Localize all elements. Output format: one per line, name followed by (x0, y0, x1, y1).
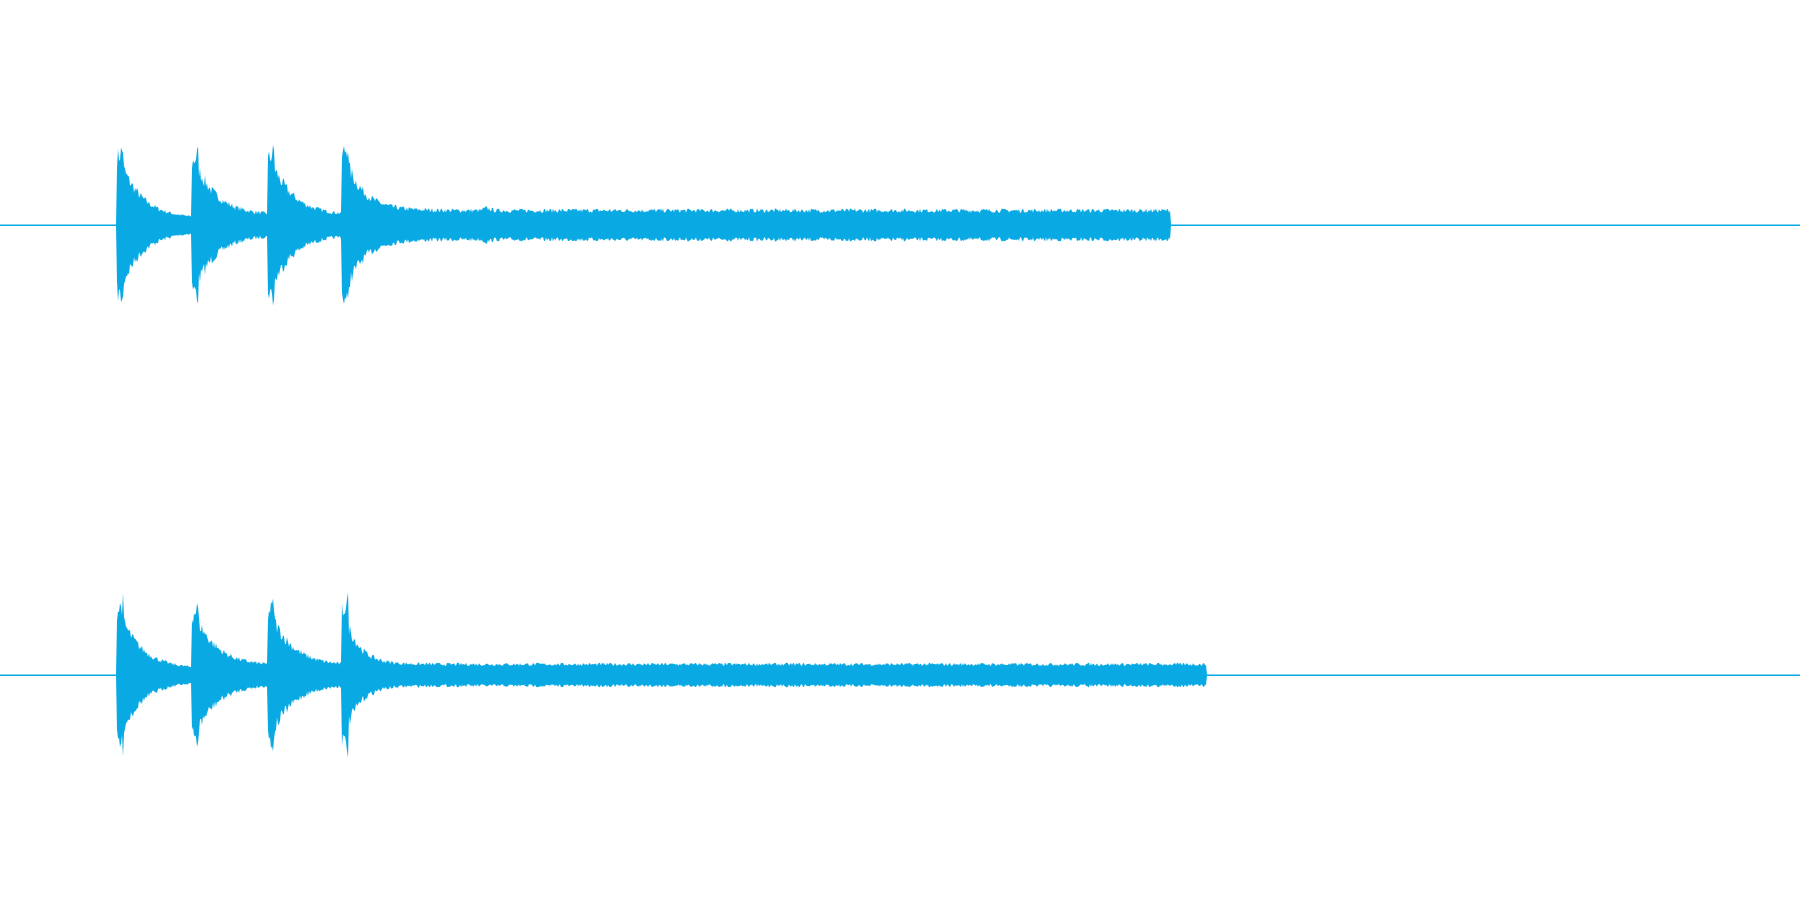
channel-1-envelope (0, 144, 1800, 306)
channel-1-waveform (0, 144, 1800, 306)
channel-2-envelope (0, 592, 1800, 758)
channel-2-waveform (0, 592, 1800, 758)
